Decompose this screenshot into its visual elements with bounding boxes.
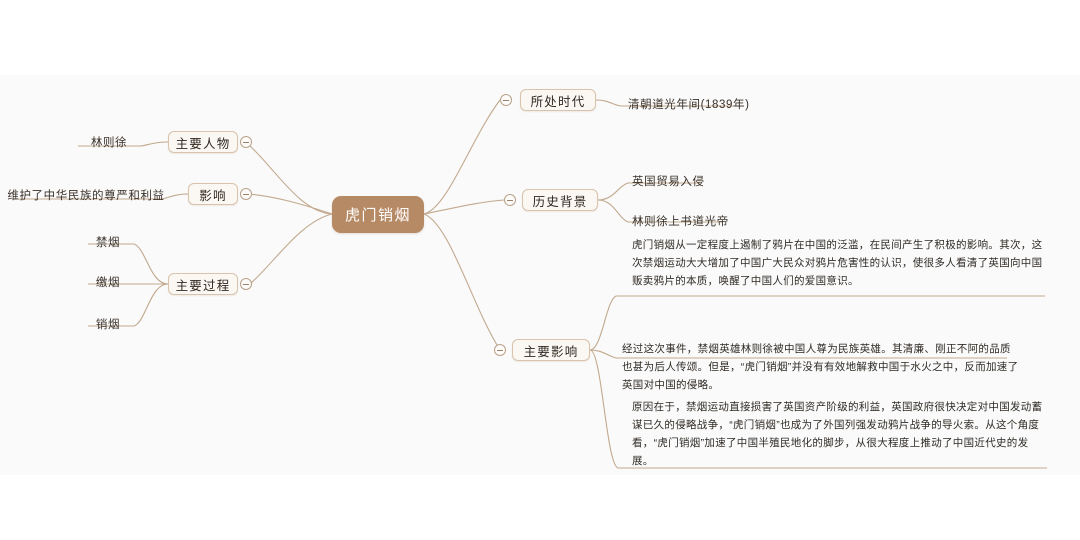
para-node-impact-2[interactable]: 经过这次事件，禁烟英雄林则徐被中国人尊为民族英雄。其清廉、刚正不阿的品质也甚为后… <box>622 340 1020 394</box>
branch-node-main-impact-label: 主要影响 <box>523 344 579 359</box>
branch-node-main-process[interactable]: 主要过程 <box>168 273 238 295</box>
branch-node-background[interactable]: 历史背景 <box>522 189 598 211</box>
branch-node-main-person[interactable]: 主要人物 <box>168 131 238 153</box>
collapse-toggle-main-impact[interactable] <box>494 344 506 356</box>
leaf-node-qing-daoguang-label: 清朝道光年间(1839年) <box>628 99 750 111</box>
leaf-node-seize-opium[interactable]: 缴烟 <box>88 273 128 291</box>
leaf-node-qing-daoguang[interactable]: 清朝道光年间(1839年) <box>628 95 808 113</box>
root-node-label: 虎门销烟 <box>344 207 411 224</box>
para-node-impact-3-text: 原因在于，禁烟运动直接损害了英国资产阶级的利益，英国政府很快决定对中国发动蓄谋已… <box>632 401 1043 467</box>
para-node-impact-1-text: 虎门销烟从一定程度上遏制了鸦片在中国的泛滥，在民间产生了积极的影响。其次，这次禁… <box>632 239 1043 287</box>
collapse-toggle-influence[interactable] <box>240 188 252 200</box>
para-node-impact-2-text: 经过这次事件，禁烟英雄林则徐被中国人尊为民族英雄。其清廉、刚正不阿的品质也甚为后… <box>622 343 1019 391</box>
collapse-toggle-era[interactable] <box>500 94 512 106</box>
leaf-node-ban-opium-label: 禁烟 <box>95 237 121 249</box>
branch-node-influence[interactable]: 影响 <box>188 183 238 205</box>
collapse-toggle-background[interactable] <box>504 194 516 206</box>
branch-node-era[interactable]: 所处时代 <box>520 89 596 111</box>
leaf-node-linzexu-petition[interactable]: 林则徐上书道光帝 <box>632 212 782 230</box>
root-node[interactable]: 虎门销烟 <box>332 196 424 233</box>
leaf-node-british-trade-invasion[interactable]: 英国贸易入侵 <box>632 172 752 190</box>
leaf-node-dignity-interests[interactable]: 维护了中华民族的尊严和利益 <box>7 186 164 204</box>
branch-node-main-person-label: 主要人物 <box>175 136 231 151</box>
leaf-node-ban-opium[interactable]: 禁烟 <box>88 233 128 251</box>
branch-node-influence-label: 影响 <box>199 188 227 203</box>
leaf-node-linzexu[interactable]: 林则徐 <box>78 133 140 151</box>
para-node-impact-3[interactable]: 原因在于，禁烟运动直接损害了英国资产阶级的利益，英国政府很快决定对中国发动蓄谋已… <box>632 398 1046 470</box>
leaf-node-destroy-opium-label: 销烟 <box>95 319 121 331</box>
leaf-node-linzexu-label: 林则徐 <box>90 137 128 149</box>
para-node-impact-1[interactable]: 虎门销烟从一定程度上遏制了鸦片在中国的泛滥，在民间产生了积极的影响。其次，这次禁… <box>632 236 1044 290</box>
leaf-node-british-trade-invasion-label: 英国贸易入侵 <box>632 176 705 188</box>
branch-node-background-label: 历史背景 <box>532 194 588 209</box>
leaf-node-dignity-interests-label: 维护了中华民族的尊严和利益 <box>7 190 165 202</box>
branch-node-main-impact[interactable]: 主要影响 <box>512 339 590 361</box>
collapse-toggle-main-person[interactable] <box>240 136 252 148</box>
leaf-node-linzexu-petition-label: 林则徐上书道光帝 <box>632 216 729 228</box>
branch-node-main-process-label: 主要过程 <box>175 278 231 293</box>
leaf-node-destroy-opium[interactable]: 销烟 <box>88 315 128 333</box>
leaf-node-seize-opium-label: 缴烟 <box>95 277 121 289</box>
branch-node-era-label: 所处时代 <box>530 94 586 109</box>
collapse-toggle-main-process[interactable] <box>240 278 252 290</box>
